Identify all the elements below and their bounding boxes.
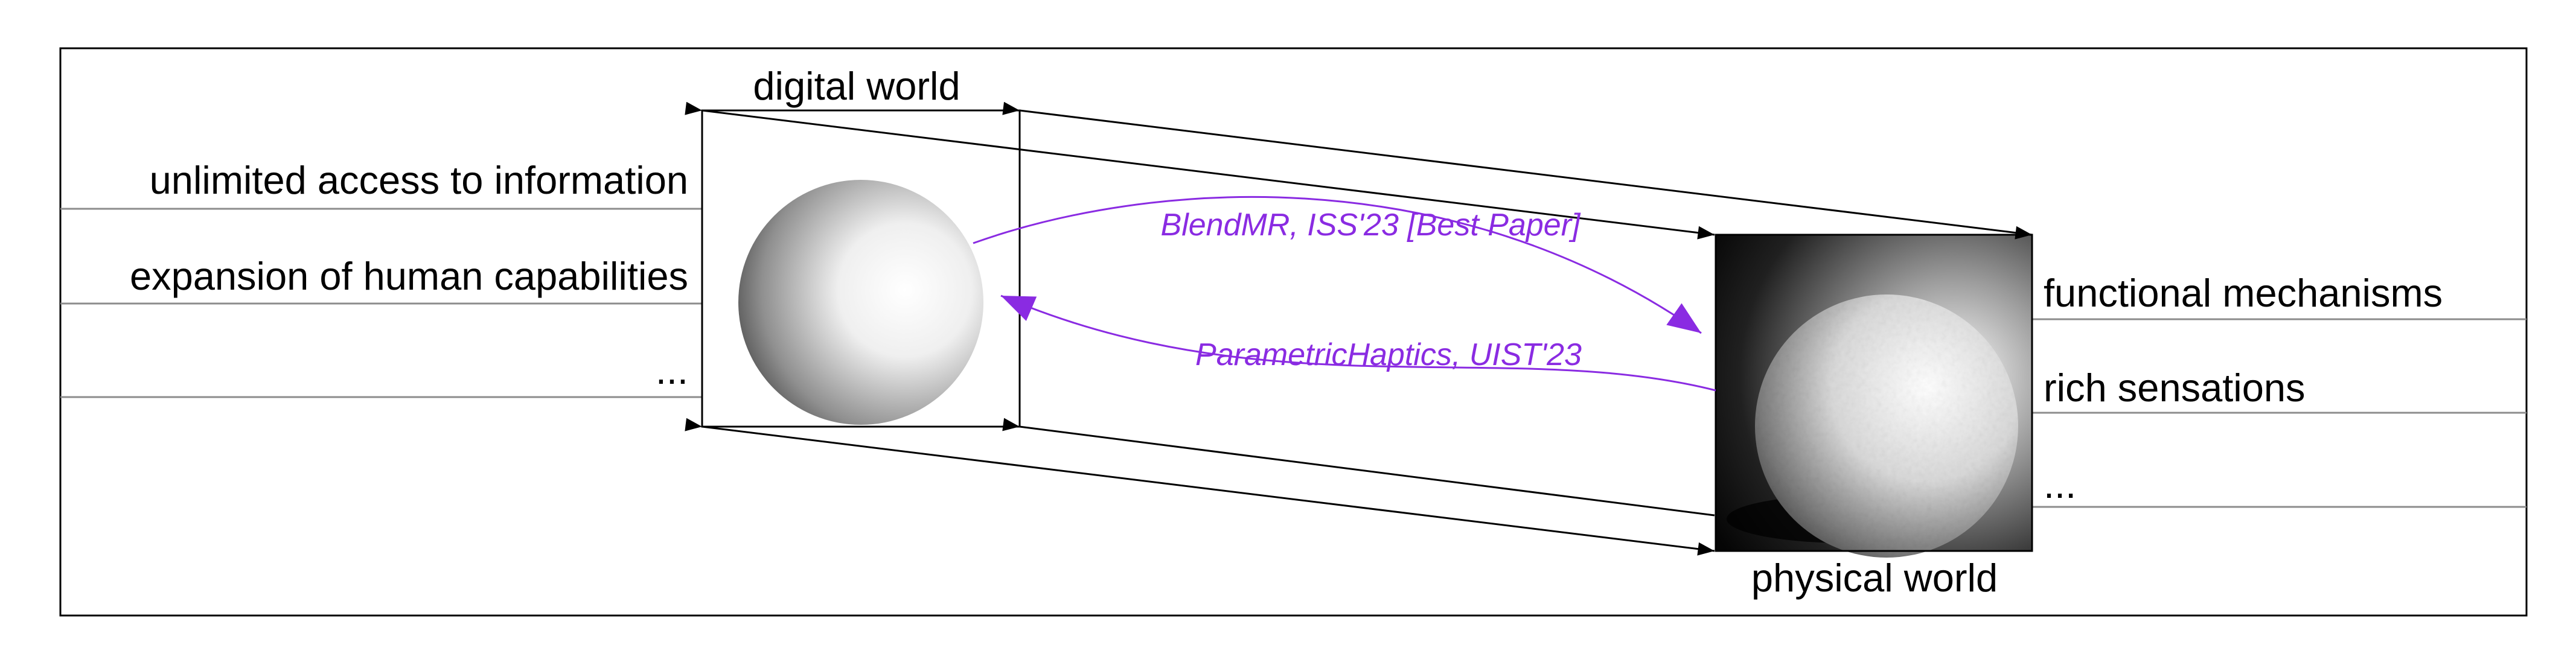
physical-world-panel [1715, 234, 2033, 558]
digital-world-title: digital world [753, 64, 960, 108]
link-arrow-parametrichaptics [1000, 294, 1716, 392]
physical-ball-icon [1755, 294, 2018, 558]
digital-property-dividers [60, 208, 702, 398]
link-label-blendmr: BlendMR, ISS'23 [Best Paper] [1161, 208, 1581, 243]
physical-property-1: functional mechanisms [2044, 271, 2443, 315]
digital-property-1: unlimited access to information [150, 158, 688, 202]
digital-property-3: ... [656, 348, 688, 392]
digital-property-2: expansion of human capabilities [130, 254, 688, 298]
connector-arrow [1002, 418, 1715, 517]
connector-arrow [685, 418, 1715, 556]
physical-property-dividers [2032, 318, 2526, 508]
physical-property-2: rich sensations [2044, 366, 2306, 410]
digital-sphere-icon [738, 180, 983, 425]
digital-world-panel [701, 109, 1021, 428]
link-label-parametrichaptics: ParametricHaptics, UIST'23 [1195, 337, 1582, 372]
outer-frame [59, 47, 2528, 617]
link-arrow-blendmr [973, 196, 1702, 334]
physical-property-3: ... [2044, 462, 2076, 506]
connector-arrow [1002, 101, 2033, 240]
world-connectors [685, 101, 2033, 556]
research-links [973, 196, 1716, 392]
physical-world-title: physical world [1751, 556, 1998, 600]
